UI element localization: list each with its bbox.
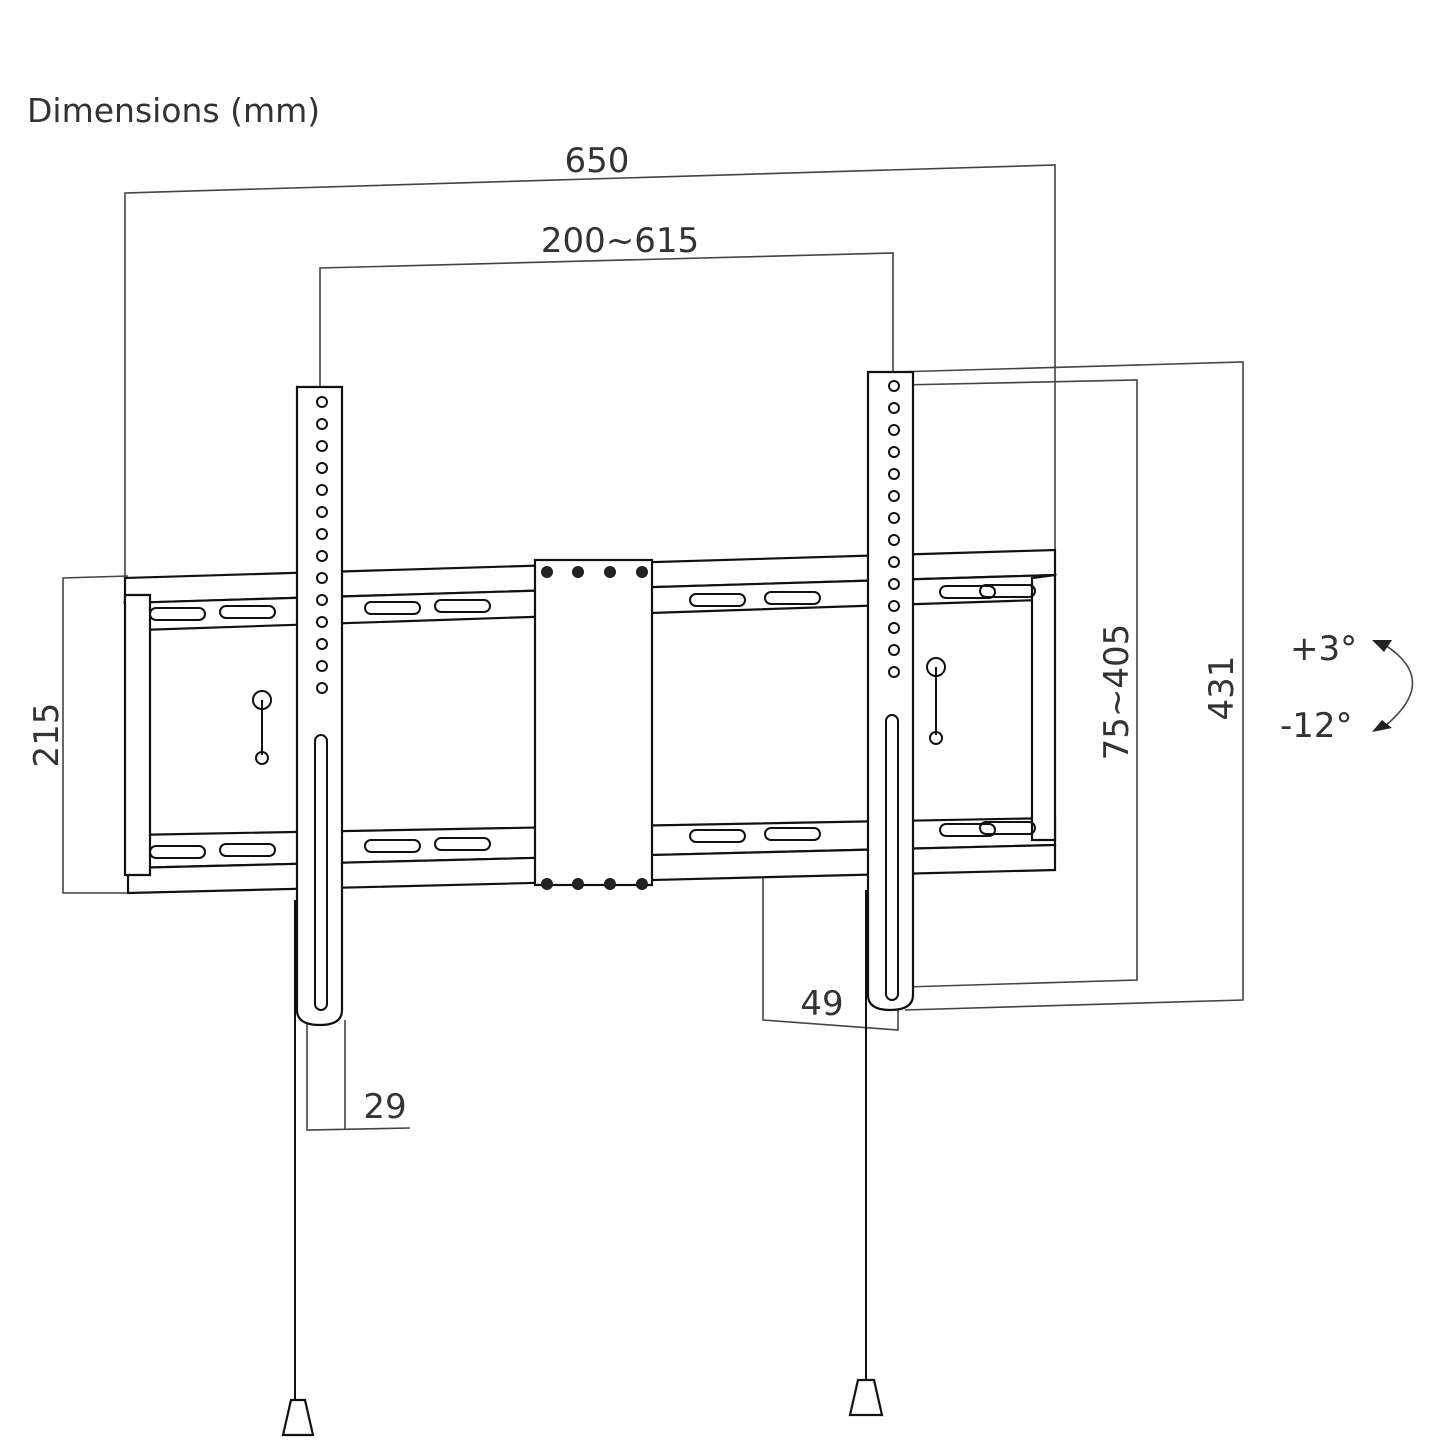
arm-width-label: 29 [363,1087,406,1127]
bolt [572,566,584,578]
arrowhead-icon [1372,640,1392,732]
mounting-hole [316,616,328,628]
mounting-hole [888,446,900,458]
frame-slot [434,837,491,851]
mounting-hole [316,572,328,584]
mounting-hole [888,380,900,392]
arm-spacing-label: 200~615 [541,221,699,261]
bolt [636,566,648,578]
mounting-hole [316,660,328,672]
center-plate [533,558,654,890]
depth-label: 49 [800,984,843,1024]
mounting-hole [316,484,328,496]
left-safety-weight [281,1398,315,1437]
mounting-hole [888,424,900,436]
frame-slot [149,845,206,859]
mounting-hole [888,600,900,612]
mounting-hole [888,578,900,590]
dimension-arm-width: 29 [306,1020,411,1131]
dimension-vesa-vertical: 75~405 [899,379,1138,988]
frame-slot [219,843,276,857]
frame-slot [689,829,746,843]
frame-slot [764,827,821,841]
frame-slot [939,823,996,837]
mounting-hole [888,534,900,546]
bolt [541,566,553,578]
dimension-frame-height: 215 [27,575,130,894]
tilt-arrow-icon [1379,641,1414,731]
mounting-hole [888,556,900,568]
overall-width-label: 650 [565,141,630,181]
bolt [604,566,616,578]
tilt-down-label: -12° [1280,706,1353,746]
left-mounting-arm [252,385,344,1437]
bolt [636,878,648,890]
frame-slot [764,591,821,605]
mounting-hole [316,506,328,518]
mounting-hole [888,512,900,524]
frame-slot [364,839,421,853]
mounting-hole [888,490,900,502]
mounting-hole [316,440,328,452]
right-safety-weight [848,1378,884,1417]
diagram-title: Dimensions (mm) [27,91,320,130]
frame-slot [689,593,746,607]
arm-height-label: 431 [1202,656,1242,721]
mounting-hole [888,622,900,634]
mounting-hole [316,396,328,408]
bolt [604,878,616,890]
mounting-hole [316,638,328,650]
frame-height-label: 215 [27,703,67,768]
mounting-hole [316,594,328,606]
tilt-indicator: +3° -12° [1280,629,1414,746]
tilt-up-label: +3° [1290,629,1357,669]
dimension-arm-height: 431 [894,361,1244,1011]
mounting-hole [316,550,328,562]
frame-slot [434,599,491,613]
mounting-hole [316,462,328,474]
mounting-hole [316,682,328,694]
dimension-depth: 49 [762,877,899,1031]
bolt [572,878,584,890]
dimension-overall-width: 650 [124,141,1056,578]
mounting-hole [888,468,900,480]
dimension-arm-spacing: 200~615 [319,221,894,387]
mounting-hole [316,418,328,430]
frame-slot [219,605,276,619]
frame-slot [149,607,206,621]
frame-slot [364,601,421,615]
bolt [541,878,553,890]
mounting-hole [316,528,328,540]
mounting-hole [888,402,900,414]
frame-slot [939,585,996,599]
frame-slot [979,584,1036,598]
right-mounting-arm [848,370,946,1417]
vesa-vertical-label: 75~405 [1097,624,1137,761]
frame-slot [979,821,1036,835]
mounting-hole [888,666,900,678]
mounting-hole [888,644,900,656]
